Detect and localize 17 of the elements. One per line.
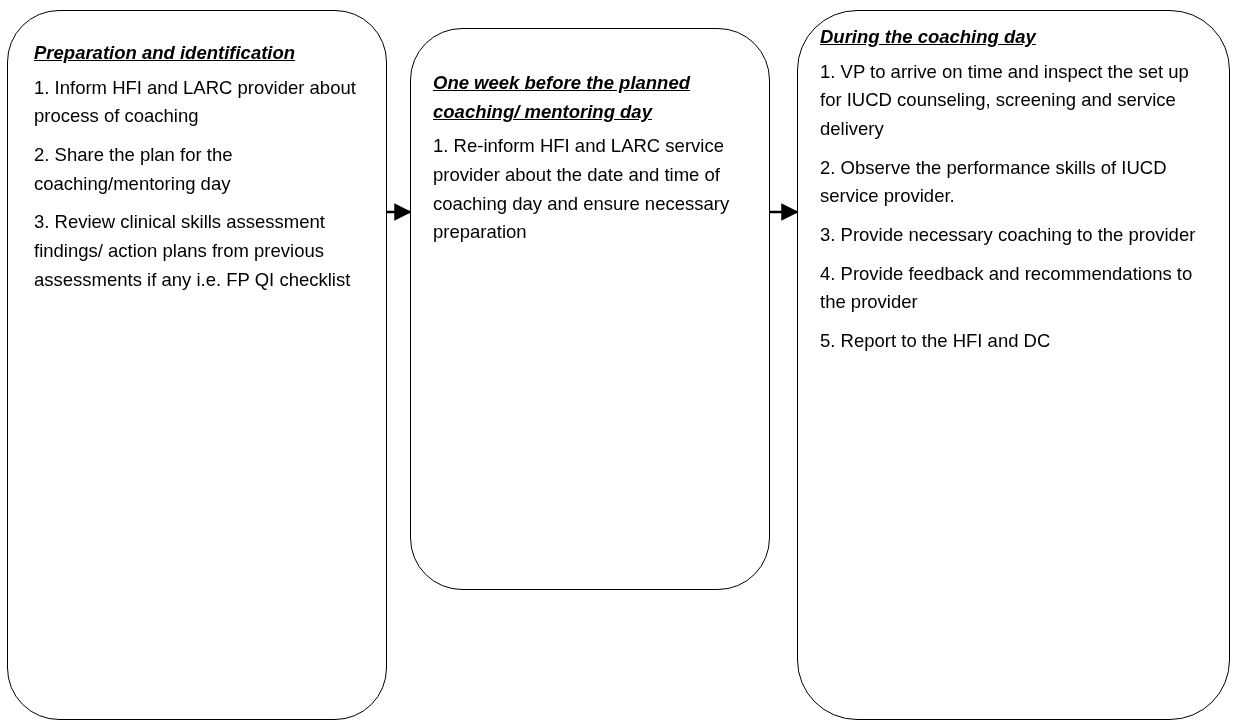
stage-heading: During the coaching day <box>820 25 1038 49</box>
step-text: 3. Provide necessary coaching to the provider <box>820 223 1197 248</box>
arrow <box>387 203 412 221</box>
stage-heading: One week before the planned coaching/ mentoring day <box>433 71 692 124</box>
stage-heading: Preparation and identification <box>34 41 297 65</box>
arrow <box>770 203 799 221</box>
step-text: 5. Report to the HFI and DC <box>820 329 1052 354</box>
stage-box <box>7 10 387 720</box>
step-text: 2. Observe the performance skills of IUCD service provider. <box>820 155 1168 209</box>
stage-box <box>410 28 770 590</box>
step-text: 2. Share the plan for the coaching/mentoring day <box>34 143 234 196</box>
stage-box <box>797 10 1230 720</box>
step-text: 1. Inform HFI and LARC provider about process of coaching <box>34 75 357 129</box>
step-text: 1. VP to arrive on time and inspect the set up for IUCD counseling, screening and service delivery <box>820 59 1190 141</box>
step-text: 3. Review clinical skills assessment findings/ action plans from previous assessments if any i.e. FP QI checklist <box>34 210 352 292</box>
step-text: 1. Re-inform HFI and LARC service provider about the date and time of coaching day and ensure necessary preparation <box>433 134 731 245</box>
step-text: 4. Provide feedback and recommendations to the provider <box>820 261 1194 315</box>
